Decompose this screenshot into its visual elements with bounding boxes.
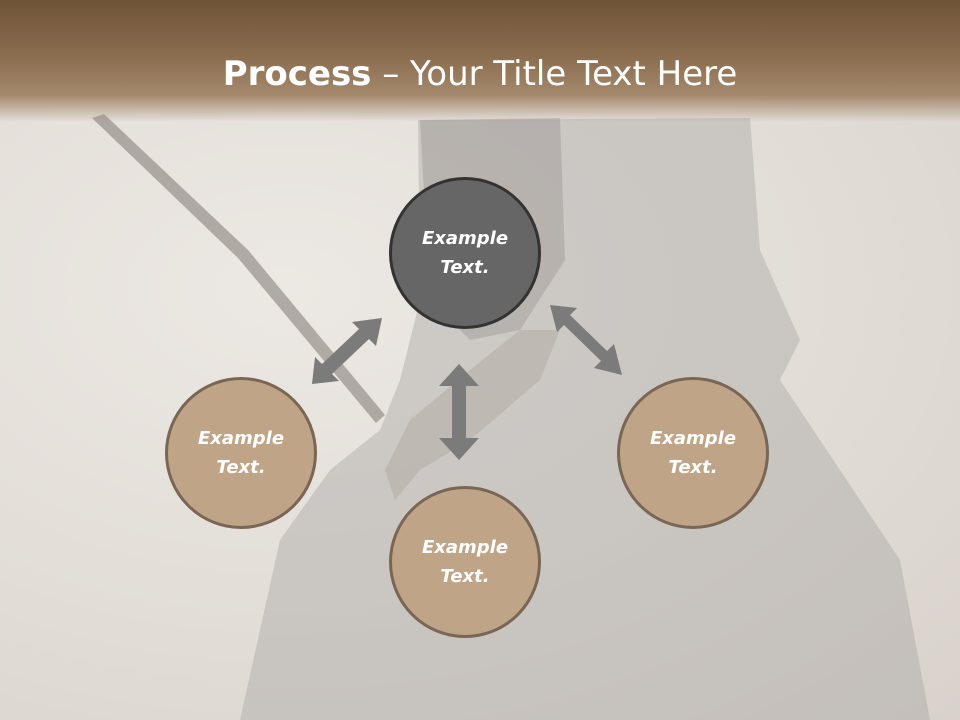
process-circle-top[interactable]: Example Text. [389, 177, 541, 329]
figure-silhouette [240, 118, 930, 720]
slide-title: Process – Your Title Text Here [0, 52, 960, 96]
title-bold: Process [222, 54, 372, 94]
process-circle-right[interactable]: Example Text. [617, 377, 769, 529]
circle-text-line1: Example [649, 428, 737, 449]
circle-text-line2: Text. [440, 257, 490, 278]
circle-text-line2: Text. [440, 566, 490, 587]
title-bar [0, 0, 960, 122]
circle-text-line2: Text. [668, 457, 718, 478]
circle-text-line1: Example [421, 228, 509, 249]
circle-text-line2: Text. [216, 457, 266, 478]
circle-text-line1: Example [197, 428, 285, 449]
title-rest: – Your Title Text Here [371, 54, 738, 94]
sword-blade [92, 114, 385, 423]
process-circle-bottom[interactable]: Example Text. [389, 486, 541, 638]
circle-text-line1: Example [421, 537, 509, 558]
process-circle-left[interactable]: Example Text. [165, 377, 317, 529]
